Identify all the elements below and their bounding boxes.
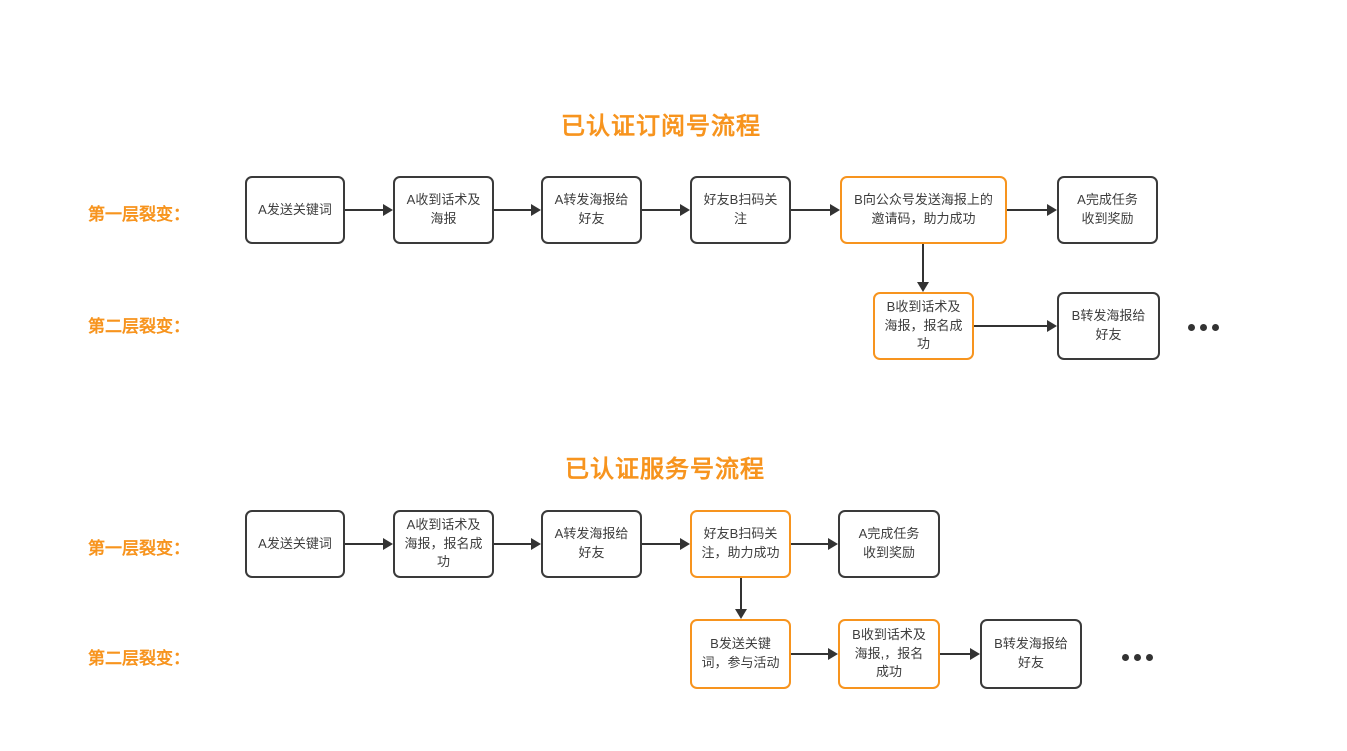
flow2-title: 已认证服务号流程 (565, 456, 765, 483)
flow1-row1-box-3: A转发海报给 好友 (541, 176, 642, 244)
flow2-row1-box-1: A发送关键词 (245, 510, 345, 578)
flow1-row2-label: 第二层裂变： (88, 317, 190, 336)
flow1-row1-box-4: 好友B扫码关 注 (690, 176, 791, 244)
flow2-row1-label: 第一层裂变： (88, 539, 190, 558)
flow1-row1-box-2: A收到话术及 海报 (393, 176, 494, 244)
flow2-row1-box-2: A收到话术及 海报，报名成 功 (393, 510, 494, 578)
flow2-row1-box-5: A完成任务 收到奖励 (838, 510, 940, 578)
flow2-row2-label: 第二层裂变： (88, 649, 190, 668)
flow1-title: 已认证订阅号流程 (561, 113, 761, 140)
flow2-row2-box-1-highlighted: B发送关键 词，参与活动 (690, 619, 791, 689)
flow1-row1-box-1: A发送关键词 (245, 176, 345, 244)
flow2-row2-box-2-highlighted: B收到话术及 海报,，报名 成功 (838, 619, 940, 689)
flow2-row2-box-3: B转发海报给 好友 (980, 619, 1082, 689)
flow1-row2-box-2: B转发海报给 好友 (1057, 292, 1160, 360)
flow1-row1-box-5-highlighted: B向公众号发送海报上的 邀请码，助力成功 (840, 176, 1007, 244)
ellipsis-dots (1188, 324, 1219, 331)
flow1-row2-box-1-highlighted: B收到话术及 海报，报名成 功 (873, 292, 974, 360)
flow1-row1-box-6: A完成任务 收到奖励 (1057, 176, 1158, 244)
flow1-row1-label: 第一层裂变： (88, 205, 190, 224)
flow2-row1-box-3: A转发海报给 好友 (541, 510, 642, 578)
flow2-row1-box-4-highlighted: 好友B扫码关 注，助力成功 (690, 510, 791, 578)
ellipsis-dots (1122, 654, 1153, 661)
